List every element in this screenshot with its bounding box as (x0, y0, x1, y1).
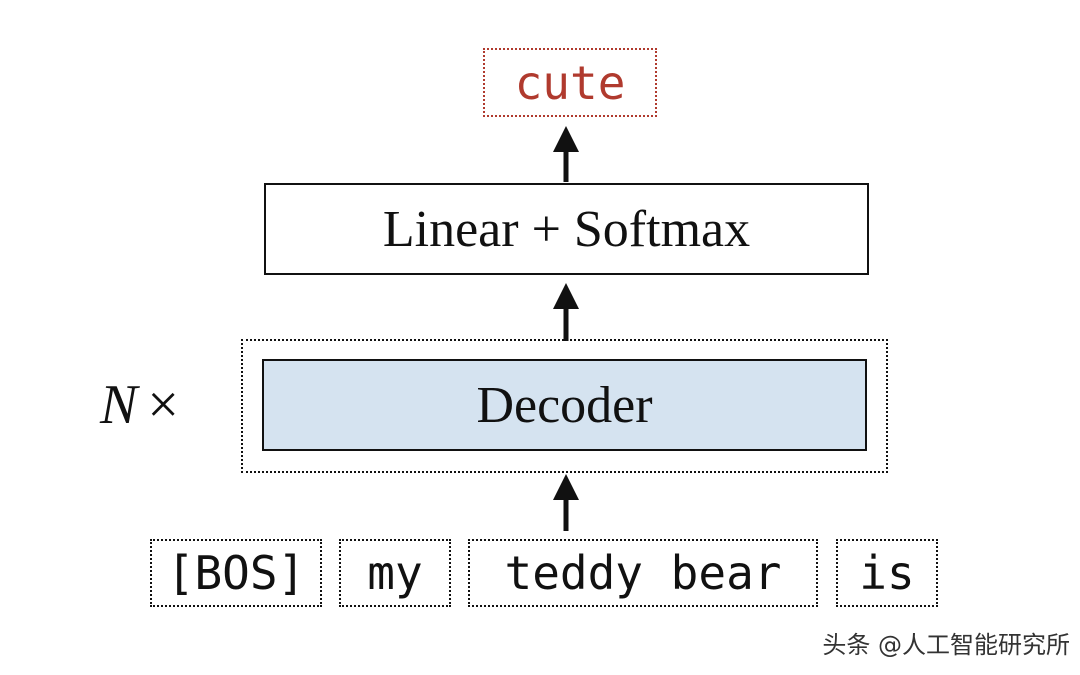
input-token: teddy bear (468, 539, 818, 607)
input-token: is (836, 539, 938, 607)
output-token: cute (483, 48, 657, 117)
repeat-symbol: N (100, 374, 138, 436)
repeat-times-sign: × (147, 374, 179, 436)
repeat-count-label: N × (100, 370, 220, 440)
watermark: 头条 @人工智能研究所 (822, 630, 1070, 659)
decoder-layer: Decoder (262, 359, 867, 451)
arrowhead-decoder-to-linear (553, 283, 579, 309)
input-token: my (339, 539, 451, 607)
linear-softmax-layer: Linear + Softmax (264, 183, 869, 275)
input-token: [BOS] (150, 539, 322, 607)
arrowhead-linear-to-output (553, 126, 579, 152)
arrowhead-input-to-decoder (553, 474, 579, 500)
